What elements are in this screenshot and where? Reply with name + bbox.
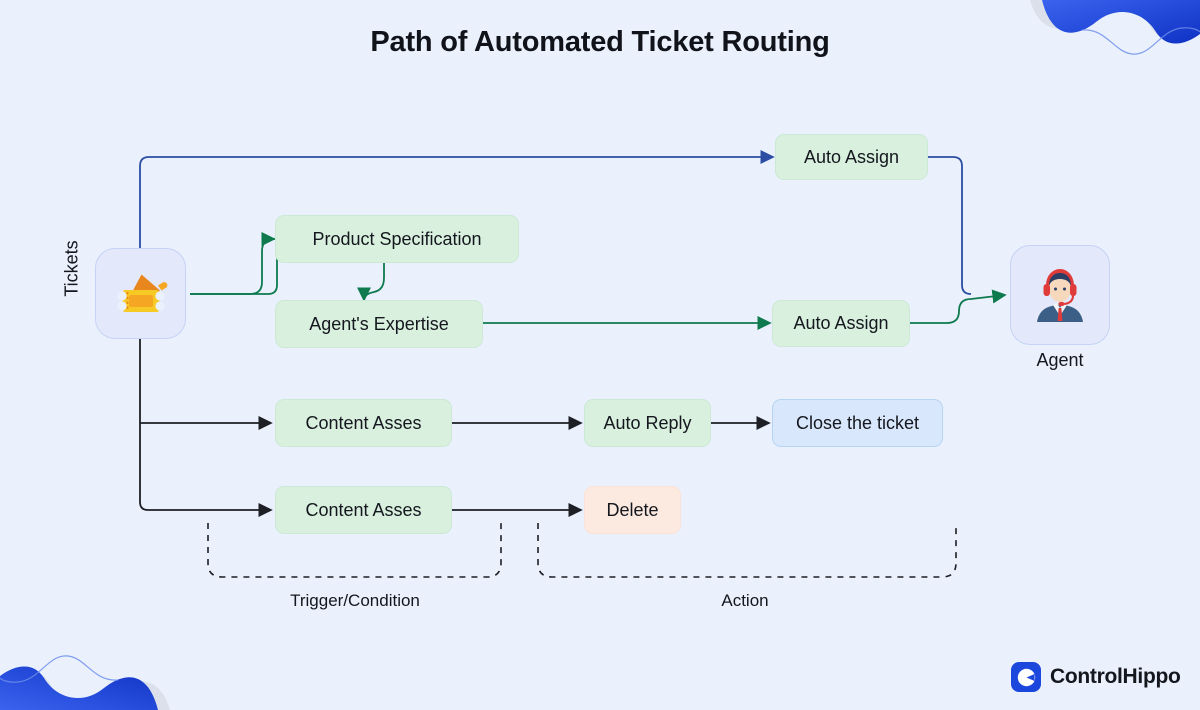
admission-ticket-icon [116, 274, 167, 312]
node-delete[interactable]: Delete [584, 486, 681, 534]
group-bracket-action [537, 523, 957, 578]
node-product-specification[interactable]: Product Specification [275, 215, 519, 263]
tickets-label: Tickets [61, 240, 82, 297]
brand-logo: ControlHippo [1011, 662, 1181, 692]
node-auto-assign-mid[interactable]: Auto Assign [772, 300, 910, 347]
controlhippo-logo-icon [1011, 662, 1041, 692]
group-bracket-trigger [207, 523, 502, 578]
node-auto-assign-top[interactable]: Auto Assign [775, 134, 928, 180]
group-label-action: Action [721, 591, 769, 610]
node-auto-reply[interactable]: Auto Reply [584, 399, 711, 447]
node-agents-expertise[interactable]: Agent's Expertise [275, 300, 483, 348]
page-title: Path of Automated Ticket Routing [370, 26, 830, 58]
tickets-node[interactable] [95, 248, 186, 339]
node-close-the-ticket[interactable]: Close the ticket [772, 399, 943, 447]
agent-label: Agent [1036, 350, 1084, 370]
node-content-asses-2[interactable]: Content Asses [275, 486, 452, 534]
group-label-trigger-condition: Trigger/Condition [290, 591, 420, 610]
brand-name: ControlHippo [1050, 665, 1181, 688]
node-content-asses-1[interactable]: Content Asses [275, 399, 452, 447]
agent-node[interactable] [1010, 245, 1110, 345]
support-agent-icon [1037, 269, 1083, 322]
